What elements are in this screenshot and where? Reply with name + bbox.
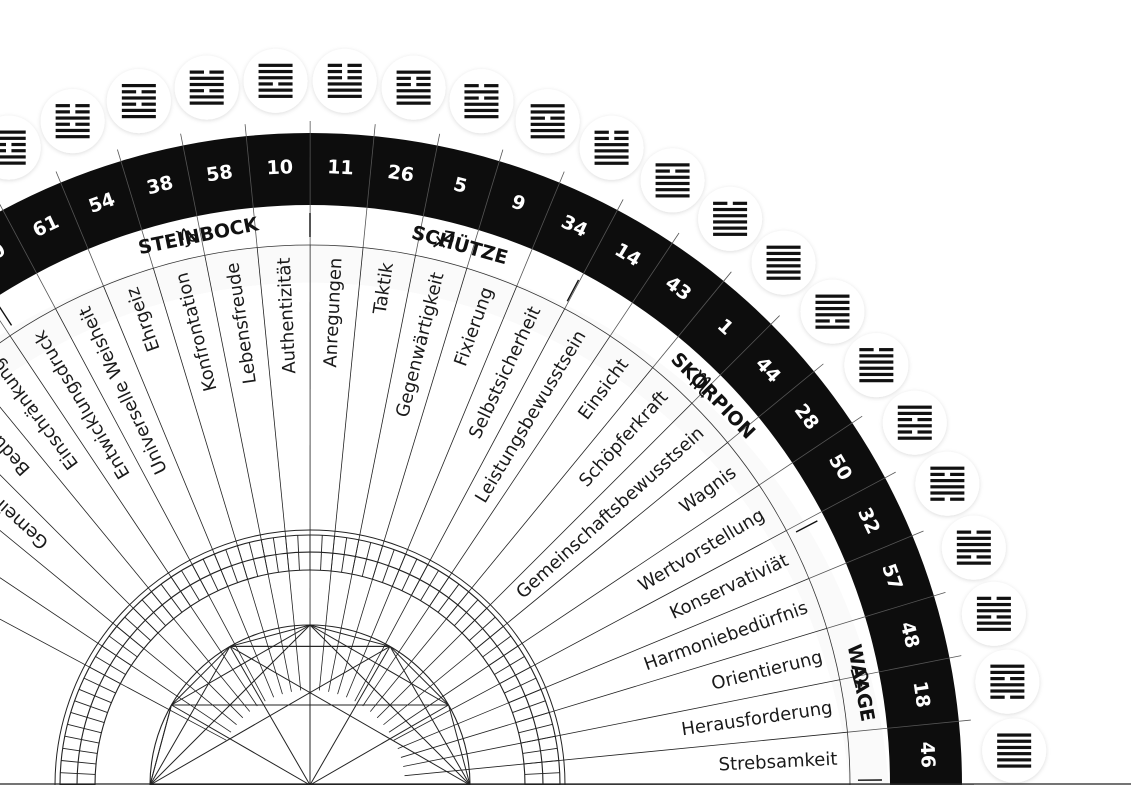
gate-number: 58 bbox=[205, 161, 234, 187]
hexagram-icon bbox=[174, 55, 239, 120]
hexagram-ring bbox=[0, 48, 1047, 783]
hexagram-icon bbox=[640, 148, 705, 213]
hexagram-icon bbox=[40, 89, 105, 154]
hexagram-icon bbox=[515, 89, 580, 154]
keyword-divider bbox=[9, 335, 258, 707]
gate-divider bbox=[609, 232, 680, 337]
keyword-divider bbox=[55, 308, 266, 702]
keyword-divider bbox=[369, 367, 653, 712]
keyword-divider bbox=[388, 484, 760, 733]
gate-divider bbox=[0, 203, 56, 309]
gate-divider bbox=[55, 171, 104, 287]
keyword-divider bbox=[376, 402, 693, 719]
gate-divider bbox=[786, 471, 896, 531]
hexagram-icon bbox=[915, 451, 980, 516]
gate-divider bbox=[758, 415, 863, 486]
gate-number: 18 bbox=[909, 680, 935, 709]
gate-divider bbox=[415, 133, 441, 256]
gate-divider bbox=[652, 271, 732, 368]
gate-number: 11 bbox=[327, 156, 355, 179]
keyword-divider bbox=[400, 627, 827, 758]
gate-divider bbox=[244, 124, 258, 248]
gate-number: 46 bbox=[916, 741, 939, 768]
keyword-divider bbox=[403, 679, 840, 767]
keyword-divider bbox=[397, 578, 810, 750]
zodiac-glyph-icon: ♐ bbox=[429, 224, 457, 258]
gate-divider bbox=[180, 133, 206, 256]
hexagram-icon bbox=[844, 333, 909, 398]
keyword-divider bbox=[404, 731, 848, 777]
sign-boundary-tick bbox=[795, 520, 818, 533]
gate-divider bbox=[117, 149, 154, 269]
inner-geometry bbox=[0, 534, 1131, 785]
gate-divider bbox=[564, 199, 624, 310]
hexagram-icon bbox=[982, 718, 1047, 783]
gate-number: 5 bbox=[451, 173, 469, 198]
gate-number: 10 bbox=[266, 156, 293, 179]
keyword-divider bbox=[0, 577, 232, 733]
hexagram-icon bbox=[800, 279, 865, 344]
gate-divider bbox=[808, 530, 924, 579]
sign-boundary-tick bbox=[566, 279, 580, 302]
keyword-divider bbox=[0, 474, 244, 719]
hexagram-icon bbox=[751, 230, 816, 295]
gate-divider bbox=[466, 149, 504, 269]
keyword-divider bbox=[383, 442, 728, 726]
hexagram-icon bbox=[961, 581, 1026, 646]
gate-number: 60 bbox=[0, 239, 9, 271]
hexagram-icon bbox=[941, 515, 1006, 580]
keyword-divider bbox=[0, 406, 251, 712]
keyword-divider bbox=[204, 255, 292, 692]
keyword-divider bbox=[152, 268, 283, 695]
keyword-ring: StrebsamkeitHerausforderungOrientierungH… bbox=[0, 244, 851, 785]
hexagram-icon bbox=[882, 390, 947, 455]
hexagram-icon bbox=[698, 186, 763, 251]
hexagram-icon bbox=[449, 69, 514, 134]
hexagram-icon bbox=[106, 69, 171, 134]
gate-band-ring bbox=[0, 133, 962, 785]
keyword-divider bbox=[393, 530, 787, 741]
hexagram-icon bbox=[243, 48, 308, 113]
keyword-divider bbox=[256, 247, 302, 691]
keyword-divider bbox=[0, 529, 237, 726]
gate-number-band: 4618485732502844143143495261110583854616… bbox=[0, 120, 975, 785]
hexagram-icon bbox=[381, 55, 446, 120]
hexagram-icon bbox=[312, 48, 377, 113]
keyword-divider bbox=[103, 285, 275, 698]
gate-divider bbox=[847, 719, 971, 733]
gate-divider bbox=[691, 315, 780, 404]
gate-divider bbox=[516, 171, 565, 287]
keyword-divider bbox=[346, 285, 518, 698]
hexagram-icon bbox=[579, 115, 644, 180]
hexagram-icon bbox=[0, 115, 41, 180]
keyword-divider bbox=[362, 335, 611, 707]
keyword-divider bbox=[318, 247, 364, 691]
keyword-divider bbox=[337, 268, 468, 695]
gate-divider bbox=[362, 124, 376, 248]
hexagram-icon bbox=[975, 649, 1040, 714]
gate-number: 26 bbox=[386, 161, 415, 187]
keyword-divider bbox=[354, 308, 566, 702]
keyword-divider bbox=[0, 618, 227, 741]
keyword-divider bbox=[328, 255, 416, 692]
sign-boundary-tick bbox=[0, 306, 13, 326]
gate-divider bbox=[826, 592, 946, 629]
gate-divider bbox=[727, 363, 824, 443]
gate-divider bbox=[839, 655, 962, 681]
